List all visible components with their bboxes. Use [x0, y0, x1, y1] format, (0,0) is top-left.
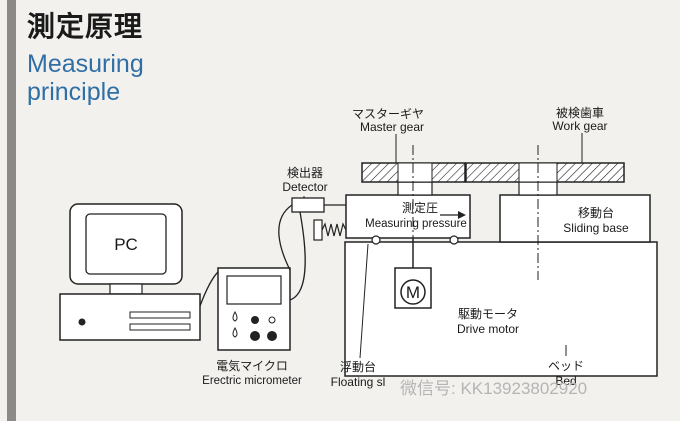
title-japanese: 測定原理 — [27, 11, 144, 42]
motor-circle — [400, 279, 426, 305]
micrometer-label-en: Erectric micrometer — [202, 375, 302, 387]
bed-label-jp: ベッド — [548, 359, 584, 373]
cable-micrometer-to-detector — [278, 204, 293, 271]
measuring-pressure-label-en: Measuring pressure — [365, 218, 467, 230]
pc-drive-slot-2 — [129, 323, 191, 331]
pc-label: PC — [114, 235, 138, 254]
master-gear-hub — [397, 181, 433, 196]
drive-motor-label-jp: 駆動モータ — [458, 307, 518, 321]
detector-box — [291, 197, 325, 213]
pc-power-button — [78, 318, 86, 326]
detector-label-en: Detector — [282, 180, 327, 194]
roller-left — [371, 235, 381, 245]
accent-side-bar — [7, 0, 16, 421]
master-gear-label-jp: マスターギヤ — [352, 107, 424, 121]
micrometer-display — [226, 275, 282, 305]
work-gear-label-en: Work gear — [552, 119, 607, 133]
spring — [321, 222, 347, 237]
micrometer-label-jp: 電気マイクロ — [216, 358, 288, 373]
leader-floating-slide — [359, 243, 369, 359]
master-gear-bore — [397, 162, 433, 183]
work-gear-label-jp: 被検歯車 — [556, 106, 604, 120]
motor-symbol: M — [406, 283, 420, 302]
micrometer-drop-2 — [232, 326, 238, 338]
pressure-arrowhead — [458, 211, 466, 219]
floating-slide-label-jp: 浮動台 — [340, 359, 376, 374]
cable-detector-to-micrometer — [289, 211, 306, 301]
bed-block — [344, 241, 658, 377]
sliding-base-label-en: Sliding base — [563, 221, 629, 235]
roller-right — [449, 235, 459, 245]
drive-motor-label-en: Drive motor — [457, 322, 519, 336]
micrometer-knob-4 — [267, 331, 277, 341]
pc-drive-slot-1 — [129, 311, 191, 319]
title-english-line2: principle — [27, 78, 121, 106]
cable-pc-to-micrometer — [199, 271, 219, 307]
sliding-base-label-jp: 移動台 — [578, 205, 614, 220]
sliding-base-block — [499, 194, 651, 243]
detector-label-jp: 検出器 — [287, 166, 323, 180]
micrometer-knob-1 — [251, 316, 259, 324]
measuring-pressure-label-jp: 測定圧 — [402, 200, 438, 215]
micrometer-drop-1 — [232, 310, 238, 322]
monitor-stand — [109, 283, 143, 295]
spring-mount — [313, 219, 323, 241]
master-gear-label-en: Master gear — [360, 120, 424, 134]
micrometer-knob-3 — [250, 331, 260, 341]
title-english: Measuring principle — [27, 50, 144, 106]
micrometer-knob-2 — [268, 316, 276, 324]
floating-slide-label-en: Floating sl — [331, 375, 386, 389]
title-english-line1: Measuring — [27, 50, 144, 78]
watermark-text: 微信号: KK13923802920 — [400, 379, 588, 398]
bed-label-en: Bed — [555, 374, 576, 388]
monitor-screen — [85, 213, 167, 275]
